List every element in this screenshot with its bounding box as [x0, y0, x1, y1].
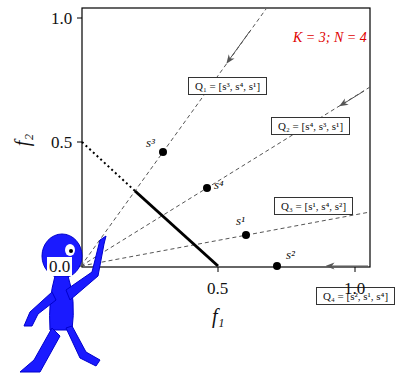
point-label: s⁴: [214, 178, 224, 191]
tick-label: 1.0: [51, 10, 72, 27]
sequence-text: Q₂ = [s⁴, s³, s¹]: [278, 120, 343, 132]
tick-label: 1.0: [344, 280, 365, 297]
point-label: s³: [146, 136, 155, 149]
point-label: s²: [286, 248, 295, 261]
point-label: s¹: [236, 214, 245, 227]
sequence-text: Q₃ = [s¹, s⁴, s²]: [281, 200, 346, 212]
sequence-box: Q₂ = [s⁴, s³, s¹]: [271, 117, 350, 135]
axis-title: f₁: [212, 306, 225, 326]
sequence-box: Q₁ = [s³, s⁴, s¹]: [188, 77, 267, 95]
tick-label: 0.5: [207, 280, 228, 297]
sequence-text: Q₁ = [s³, s⁴, s¹]: [195, 80, 260, 92]
axis-title: f₂: [12, 134, 32, 147]
tick-label: 0.5: [51, 134, 72, 151]
sequence-box: Q₃ = [s¹, s⁴, s²]: [274, 197, 353, 215]
parameter-note: K = 3; N = 4: [293, 31, 367, 45]
tick-label: 0.0: [47, 257, 72, 276]
